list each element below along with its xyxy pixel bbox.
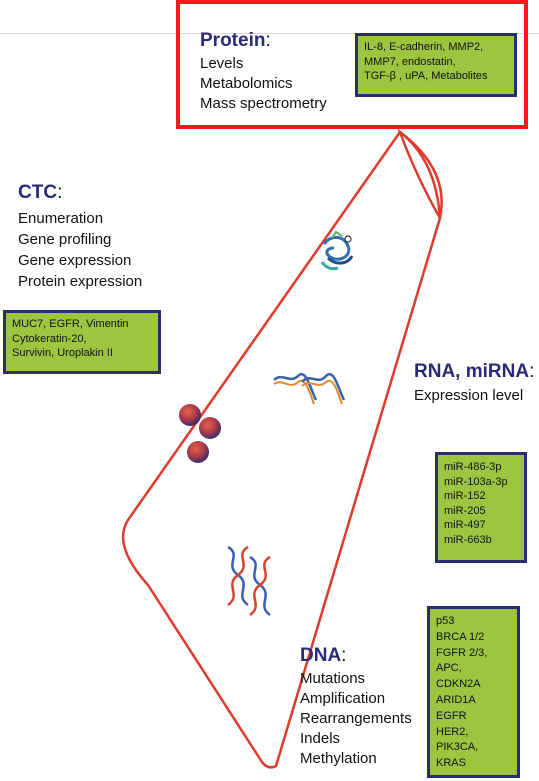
dna-method: Amplification — [300, 690, 386, 707]
rna-marker: miR-152 — [444, 490, 486, 502]
protein-markers-box: IL-8, E-cadherin, MMP2, MMP7, endostatin… — [355, 33, 517, 97]
dna-method: Rearrangements — [300, 710, 412, 727]
rna-marker: miR-497 — [444, 519, 486, 531]
dna-marker: EGFR — [436, 709, 467, 722]
ctc-method: Enumeration — [18, 210, 104, 227]
protein-heading: Protein: — [200, 30, 327, 52]
ctc-marker: Cytokeratin-20, — [12, 332, 87, 345]
protein-title: Protein — [200, 30, 266, 51]
dna-helix-icon — [227, 545, 271, 617]
protein-marker: MMP7, endostatin, — [364, 55, 456, 68]
rna-marker: miR-103a-3p — [444, 475, 508, 488]
dna-marker: HER2, — [436, 725, 469, 738]
ctc-method: Gene expression — [18, 252, 132, 269]
divider-line — [0, 33, 539, 34]
dna-marker: PIK3CA, — [436, 741, 479, 754]
dna-title: DNA — [300, 645, 342, 666]
protein-method: Mass spectrometry — [200, 95, 327, 112]
tube-outline — [121, 130, 443, 769]
ctc-colon: : — [57, 182, 63, 203]
dna-marker: APC, — [436, 662, 462, 675]
protein-colon: : — [265, 30, 271, 51]
protein-method: Levels — [200, 55, 244, 72]
protein-highlight-frame — [176, 0, 528, 129]
dna-marker: KRAS — [436, 757, 466, 770]
rna-strands-icon — [273, 372, 346, 405]
dna-colon: : — [341, 645, 347, 666]
protein-methods-list: Levels Metabolomics Mass spectrometry — [200, 54, 327, 114]
protein-marker: TGF-β , uPA, Metabolites — [364, 70, 488, 82]
rna-methods-list: Expression level — [414, 386, 534, 406]
rna-marker: miR-663b — [444, 533, 492, 546]
dna-marker: BRCA 1/2 — [436, 630, 485, 643]
ctc-title: CTC — [18, 182, 58, 203]
tube-cap — [397, 128, 442, 219]
protein-marker: IL-8, E-cadherin, MMP2, — [364, 41, 484, 53]
rna-marker: miR-205 — [444, 504, 486, 517]
dna-methods-list: Mutations Amplification Rearrangements I… — [300, 669, 412, 769]
dna-section: DNA: Mutations Amplification Rearrangeme… — [300, 645, 412, 769]
ctc-heading: CTC: — [18, 182, 142, 204]
rna-marker: miR-486-3p — [444, 461, 502, 473]
rna-colon: : — [529, 361, 535, 382]
protein-section: Protein: Levels Metabolomics Mass spectr… — [200, 30, 327, 114]
ctc-method: Protein expression — [18, 273, 143, 290]
rna-method: Expression level — [414, 387, 524, 404]
dna-marker: FGFR 2/3, — [436, 646, 488, 659]
protein-structure-icon — [320, 230, 354, 271]
ctc-marker: MUC7, EGFR, Vimentin — [12, 318, 129, 330]
ctc-method: Gene profiling — [18, 231, 112, 248]
dna-heading: DNA: — [300, 645, 412, 667]
ctc-marker: Survivin, Uroplakin II — [12, 347, 113, 359]
ctc-markers-box: MUC7, EGFR, Vimentin Cytokeratin-20, Sur… — [3, 310, 161, 374]
dna-markers-box: p53 BRCA 1/2 FGFR 2/3, APC, CDKN2A ARID1… — [427, 606, 520, 778]
rna-markers-box: miR-486-3p miR-103a-3p miR-152 miR-205 m… — [435, 452, 527, 563]
rna-heading: RNA, miRNA: — [414, 361, 534, 383]
dna-marker: CDKN2A — [436, 678, 481, 691]
rna-title: RNA, miRNA — [414, 361, 530, 382]
ctc-methods-list: Enumeration Gene profiling Gene expressi… — [18, 208, 142, 292]
dna-method: Methylation — [300, 750, 377, 767]
protein-method: Metabolomics — [200, 75, 293, 92]
ctc-section: CTC: Enumeration Gene profiling Gene exp… — [18, 182, 142, 292]
ctc-cells-icon — [179, 404, 221, 463]
dna-method: Indels — [300, 730, 341, 747]
dna-method: Mutations — [300, 670, 366, 687]
dna-marker: p53 — [436, 615, 455, 627]
rna-section: RNA, miRNA: Expression level — [414, 361, 534, 406]
dna-marker: ARID1A — [436, 693, 476, 706]
